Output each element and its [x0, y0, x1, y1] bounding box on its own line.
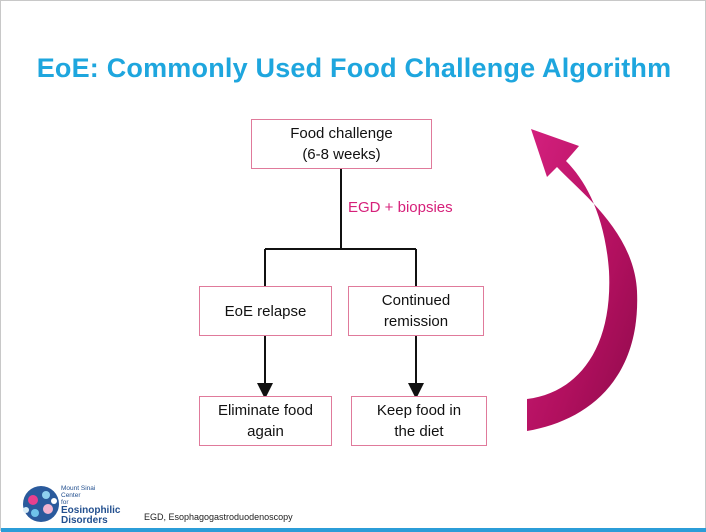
- logo-wordmark: Mount Sinai Center for Eosinophilic Diso…: [61, 485, 120, 526]
- node-keep-food-line2: the diet: [394, 423, 444, 440]
- curved-return-arrow: [527, 129, 638, 431]
- node-eliminate-food-line2: again: [247, 423, 284, 440]
- slide-title: EoE: Commonly Used Food Challenge Algori…: [36, 53, 672, 83]
- logo-line2: Center: [61, 492, 81, 499]
- node-eliminate-food: Eliminate food again: [199, 396, 332, 446]
- footnote-abbreviation: EGD, Esophagogastroduodenoscopy: [144, 512, 293, 522]
- logo-line5: Disorders: [61, 515, 108, 526]
- logo-line4: Eosinophilic: [61, 505, 121, 516]
- node-food-challenge-line2: (6-8 weeks): [302, 146, 381, 163]
- node-keep-food: Keep food in the diet: [351, 396, 487, 446]
- edge-label-egd-biopsies: EGD + biopsies: [348, 199, 453, 216]
- logo-line1: Mount Sinai: [61, 485, 96, 492]
- node-food-challenge: Food challenge (6-8 weeks): [251, 119, 432, 169]
- node-continued-remission: Continued remission: [348, 286, 484, 336]
- node-eoe-relapse: EoE relapse: [199, 286, 332, 336]
- logo-line3: for: [61, 499, 69, 506]
- node-eoe-relapse-line1: EoE relapse: [224, 302, 307, 320]
- node-food-challenge-line1: Food challenge: [290, 125, 393, 142]
- node-continued-remission-line2: remission: [383, 313, 449, 330]
- mount-sinai-logo-icon: [23, 486, 59, 522]
- node-eliminate-food-line1: Eliminate food: [217, 402, 314, 419]
- bottom-accent-bar: [1, 528, 706, 532]
- node-keep-food-line1: Keep food in: [376, 402, 462, 419]
- node-continued-remission-line1: Continued: [381, 292, 451, 309]
